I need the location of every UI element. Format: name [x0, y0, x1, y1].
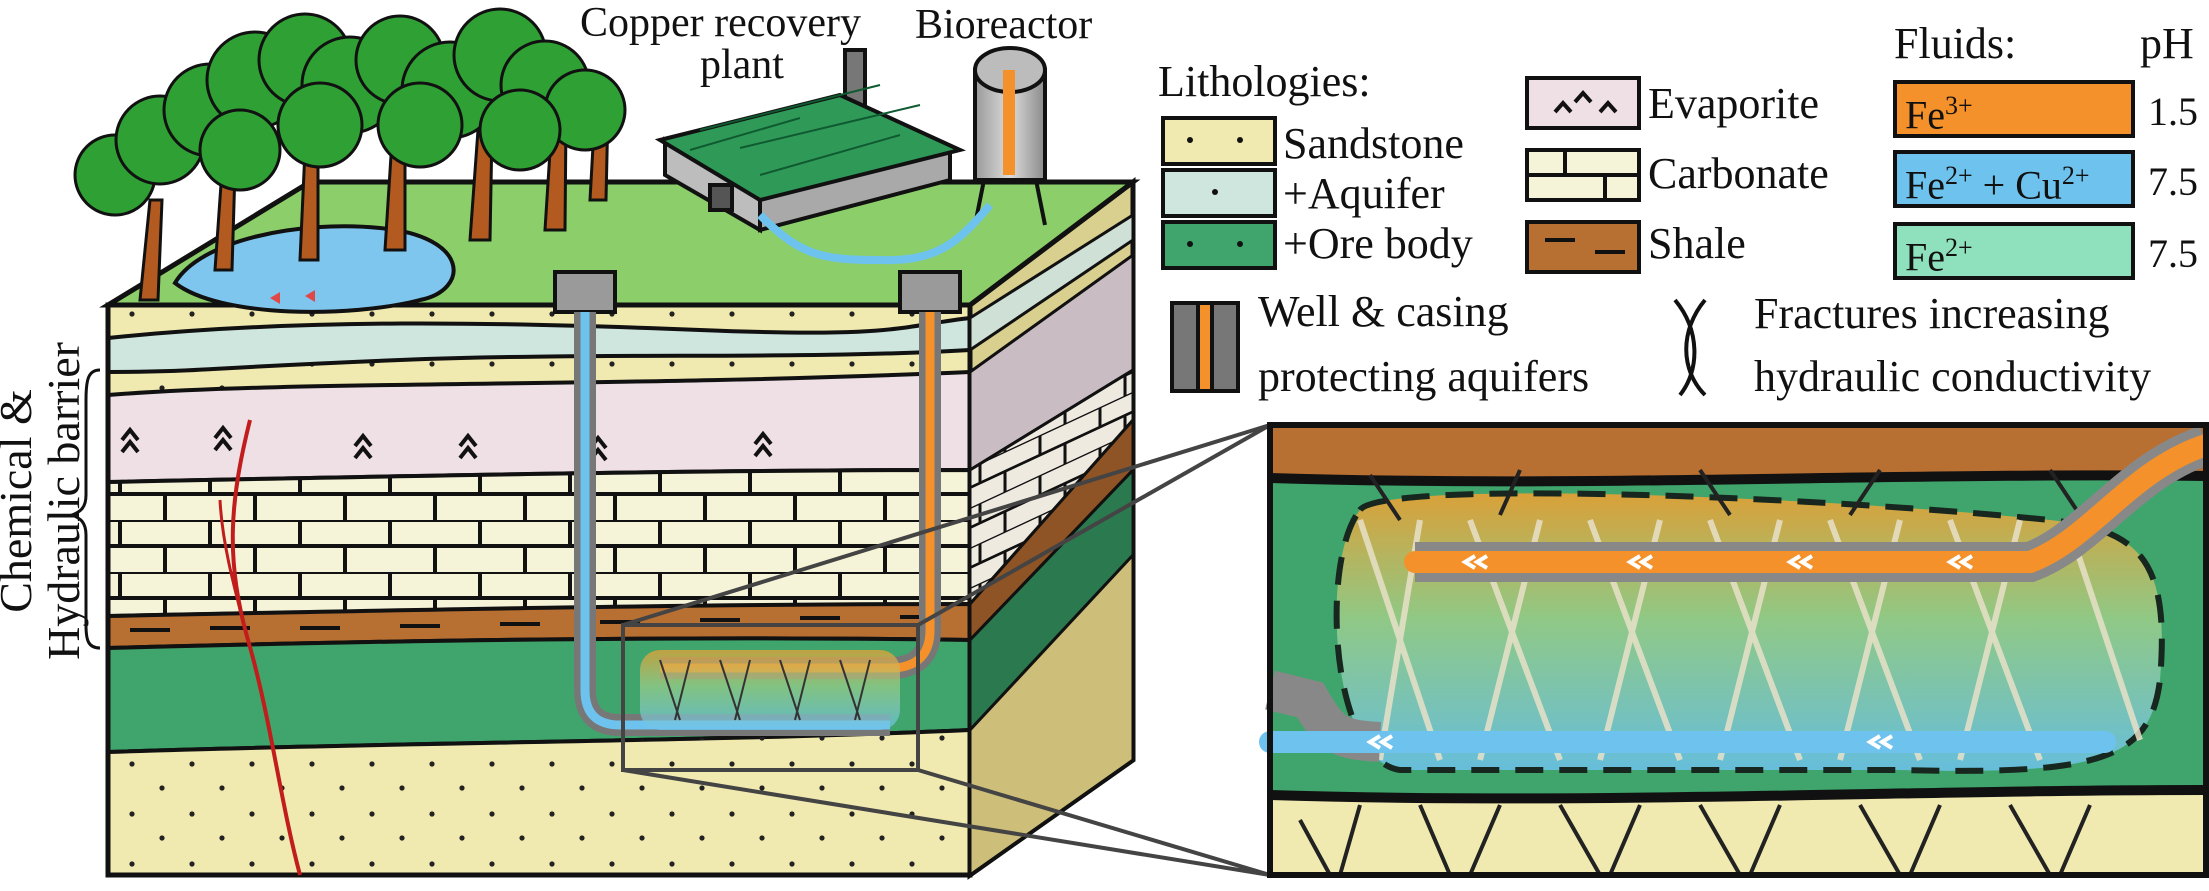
fluid-fe2-base: Fe [1905, 234, 1945, 280]
barrier-label-line-2: Hydraulic barrier [38, 341, 89, 660]
sandstone-swatch [1161, 116, 1277, 166]
fluid-fe3-charge: 3+ [1945, 91, 1973, 120]
aquifer-swatch [1161, 168, 1277, 218]
bioreactor-label: Bioreactor [915, 2, 1093, 48]
lithologies-title: Lithologies: [1158, 57, 1371, 106]
fractures-label-1: Fractures increasing [1754, 289, 2110, 338]
shale-label: Shale [1648, 219, 1746, 268]
barrier-brace [67, 368, 101, 650]
block-side-face [967, 176, 1136, 880]
fluid-fe3-base: Fe [1905, 92, 1945, 138]
leach-zone-small [640, 650, 900, 730]
fractures-label-2: hydraulic conductivity [1754, 352, 2152, 401]
fluid-fe2-box: Fe2+ [1893, 222, 2135, 280]
fluid-fe2cu-charge: 2+ [1945, 161, 1973, 190]
ph-title: pH [2140, 19, 2194, 68]
ph-value-fe2cu: 7.5 [2148, 159, 2198, 204]
ore-swatch [1161, 220, 1277, 270]
copper-plant-label-2: plant [700, 42, 784, 88]
fluid-fe2-charge: 2+ [1945, 233, 1973, 262]
ph-value-fe2: 7.5 [2148, 231, 2198, 276]
forest [73, 7, 627, 302]
zoom-source-box [621, 623, 920, 772]
shale-swatch [1525, 220, 1641, 274]
extraction-well [553, 270, 890, 736]
copper-plant-label-1: Copper recovery [580, 0, 862, 46]
fluids-title: Fluids: [1894, 19, 2017, 68]
bioreactor-silo [973, 46, 1047, 226]
surface-pipe [757, 202, 994, 265]
aquifer-label: +Aquifer [1283, 169, 1445, 218]
fluid-fe2cu-extra: + Cu [1982, 162, 2062, 208]
carbonate-label: Carbonate [1648, 149, 1829, 198]
fluid-fe3-box: Fe3+ [1893, 80, 2135, 138]
evaporite-label: Evaporite [1648, 79, 1820, 128]
block-front-face [105, 302, 973, 878]
evaporite-swatch [1525, 76, 1641, 130]
zoom-inset [1259, 422, 2209, 878]
well-label-1: Well & casing [1258, 287, 1509, 336]
fluid-fe2cu-extra-charge: 2+ [2061, 161, 2090, 190]
well-label-2: protecting aquifers [1258, 352, 1590, 401]
barrier-label-line-1: Chemical & [0, 389, 41, 613]
ph-value-fe3: 1.5 [2148, 89, 2198, 134]
copper-recovery-plant [654, 48, 967, 234]
fracture-symbol [1673, 298, 1707, 397]
sandstone-label: Sandstone [1283, 119, 1464, 168]
lithology-swatches [1161, 76, 1641, 393]
fluid-fe2cu-box: Fe2+ + Cu2+ [1893, 150, 2135, 208]
fluid-fe2cu-base: Fe [1905, 162, 1945, 208]
ore-label: +Ore body [1283, 219, 1473, 268]
